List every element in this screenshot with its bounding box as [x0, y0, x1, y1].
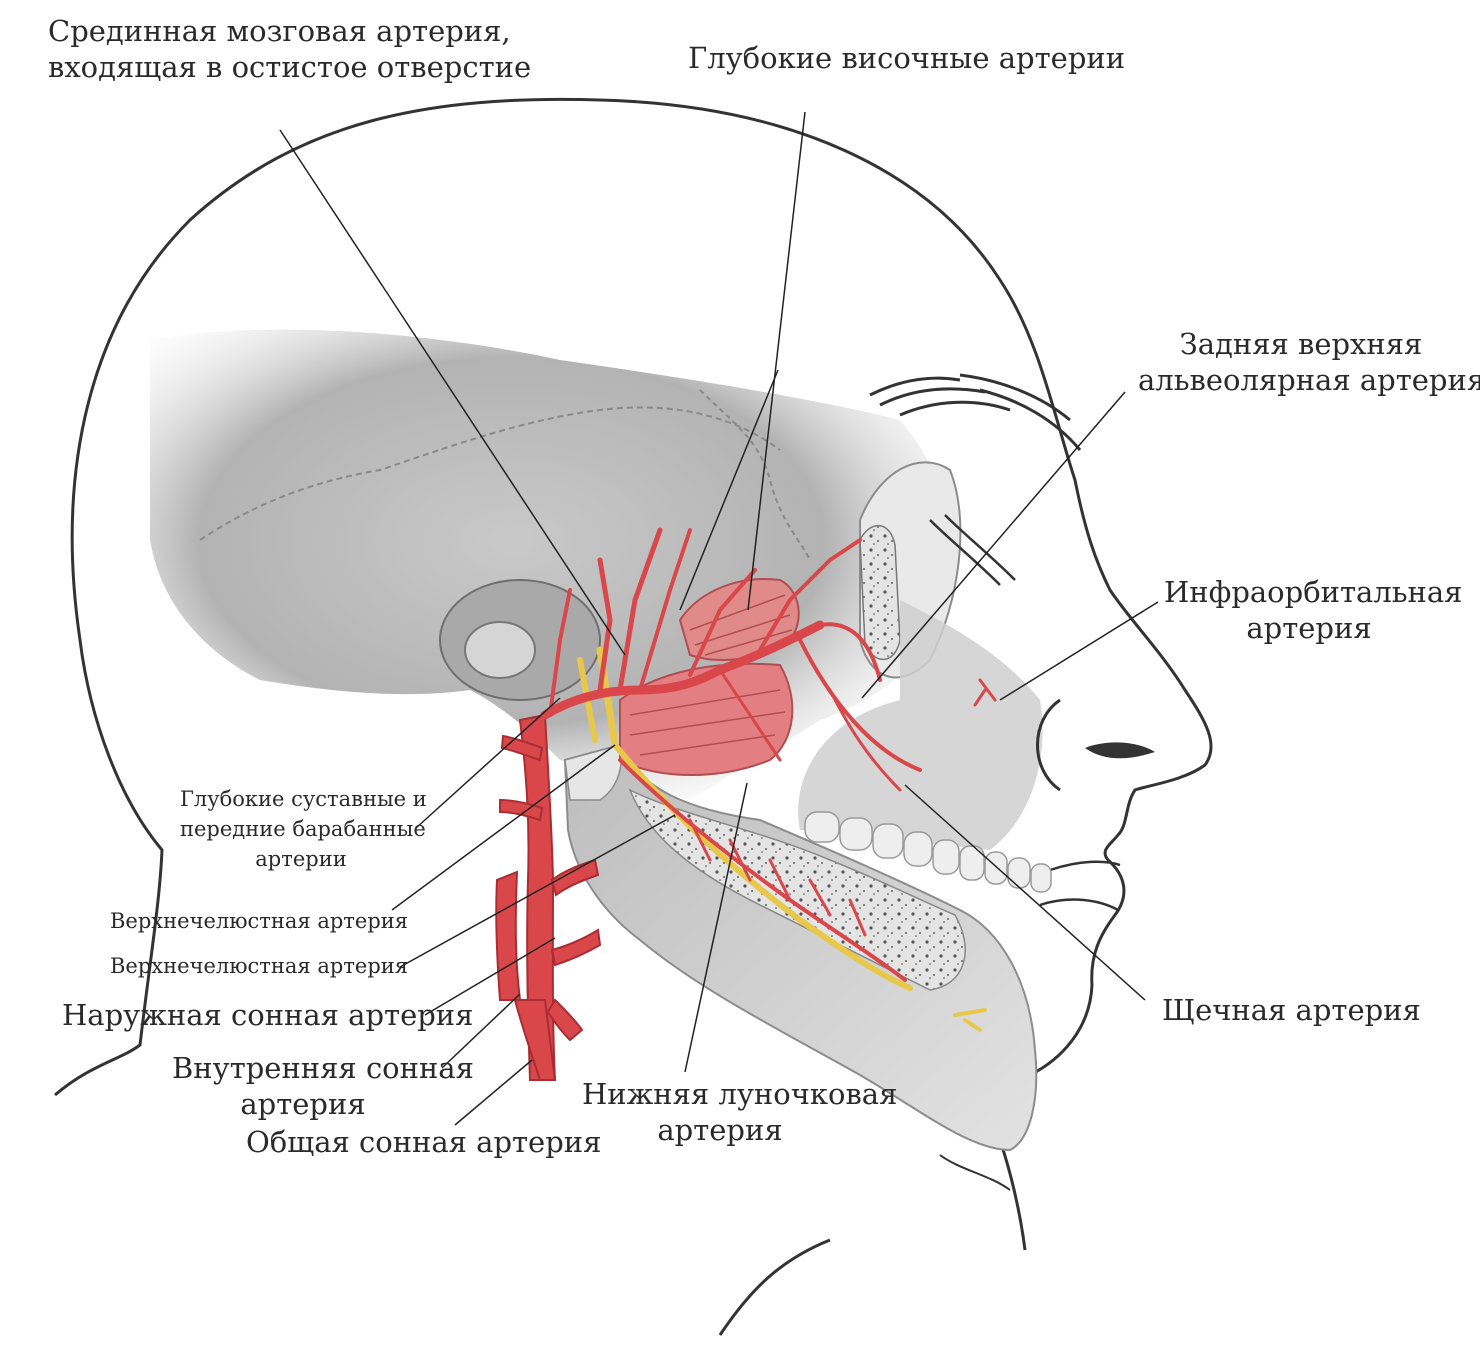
neck-back	[718, 1238, 831, 1336]
label-line: Верхнечелюстная артерия	[110, 954, 409, 978]
label-deep-temporal-arteries: Глубокие височные артерии	[688, 40, 1125, 76]
label-line: Нижняя луночковая	[582, 1077, 898, 1111]
maxillary-artery	[540, 527, 997, 982]
nose-ala	[1036, 698, 1061, 792]
label-line: артерия	[240, 1087, 366, 1122]
label-line: Общая сонная артерия	[246, 1125, 602, 1159]
label-line: передние барабанные	[180, 816, 426, 841]
eye	[929, 514, 1016, 586]
label-line: Верхнечелюстная артерия	[110, 909, 409, 933]
skull	[150, 329, 954, 800]
leader-lines	[279, 111, 1159, 1126]
skull-suture-2	[699, 389, 811, 561]
temporal-muscle	[678, 578, 800, 661]
label-common-carotid-artery: Общая сонная артерия	[246, 1124, 601, 1160]
label-maxillary-artery-2: Верхнечелюстная артерия	[110, 953, 408, 979]
label-line: Срединная мозговая артерия,	[48, 14, 511, 48]
label-deep-auricular-anterior-tympanic-arteries: Глубокие суставные и передние барабанные…	[180, 785, 427, 874]
skull-suture	[199, 406, 781, 541]
head-outline	[54, 97, 1213, 1251]
label-line: артерия	[1246, 611, 1372, 646]
label-external-carotid-artery: Наружная сонная артерия	[62, 997, 473, 1033]
lips	[1039, 860, 1121, 912]
label-line: Задняя верхняя	[1179, 327, 1423, 361]
label-line: Внутренняя сонная	[172, 1051, 474, 1085]
label-line: артерия	[657, 1113, 783, 1148]
maxilla-spongy	[859, 524, 901, 661]
label-line: Щечная артерия	[1162, 993, 1421, 1027]
neck-front	[939, 1154, 1011, 1191]
label-internal-carotid-artery: Внутренняя сонная артерия	[172, 1050, 474, 1123]
maxilla	[798, 600, 1043, 850]
label-inferior-alveolar-artery: Нижняя луночковая артерия	[582, 1076, 898, 1149]
eyebrow	[869, 373, 1082, 451]
label-infraorbital-artery: Инфраорбитальная артерия	[1164, 574, 1463, 647]
carotid-arteries	[495, 713, 602, 1081]
mandible-canal-cut	[628, 788, 966, 991]
label-line: входящая в остистое отверстие	[48, 50, 532, 85]
label-line: Инфраорбитальная	[1164, 575, 1463, 609]
label-line: Наружная сонная артерия	[62, 998, 474, 1032]
upper-teeth	[804, 811, 1052, 893]
label-line: альвеолярная артерия	[1138, 363, 1480, 398]
label-maxillary-artery-1: Верхнечелюстная артерия	[110, 908, 408, 934]
label-line: артерии	[255, 846, 347, 871]
label-line: Глубокие височные артерии	[688, 41, 1126, 75]
label-buccal-artery: Щечная артерия	[1162, 992, 1421, 1028]
label-middle-meningeal-artery: Срединная мозговая артерия, входящая в о…	[48, 13, 531, 86]
label-line: Глубокие суставные и	[180, 787, 427, 811]
nostril	[1085, 742, 1155, 759]
label-posterior-superior-alveolar-artery: Задняя верхняя альвеолярная артерия	[1138, 326, 1480, 399]
